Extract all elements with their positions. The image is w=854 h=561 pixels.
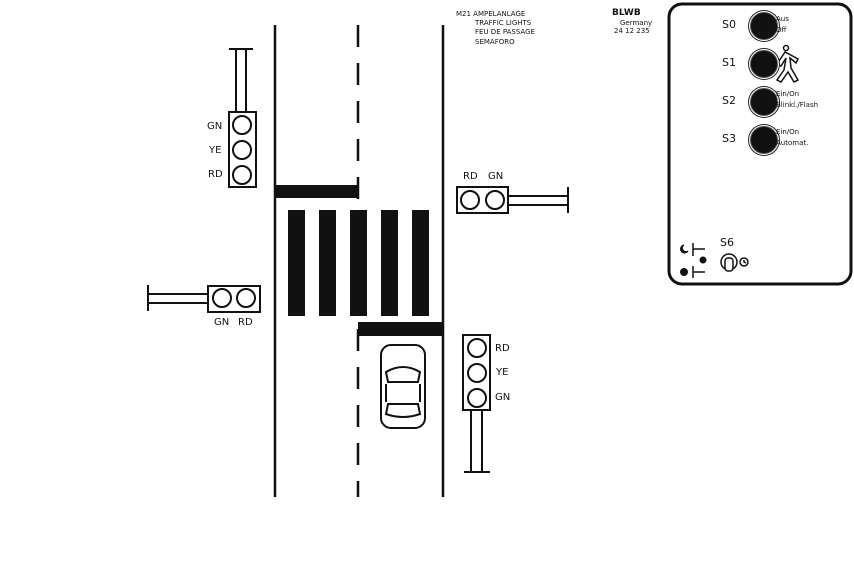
s6-label: S6 — [720, 236, 734, 249]
label-gn: GN — [488, 171, 504, 182]
s6-toggle-switch — [720, 253, 749, 272]
label-rd: RD — [208, 169, 223, 180]
car-icon — [380, 344, 426, 429]
s0-off-button[interactable] — [750, 12, 778, 40]
label-rd: RD — [495, 343, 510, 354]
signal-bottom-right — [462, 334, 491, 473]
s2-text-1: Ein/On — [776, 90, 800, 98]
s3-automatic-button[interactable] — [750, 126, 778, 154]
signal-left — [147, 285, 261, 313]
s1-pedestrian-button[interactable] — [750, 50, 778, 78]
stop-line-top — [275, 185, 359, 198]
label-rd: RD — [238, 317, 253, 328]
s3-text-2: Automat. — [776, 139, 809, 147]
title-line-4: SEMAFORO — [475, 38, 515, 46]
day-night-icon — [680, 243, 707, 278]
label-ye: YE — [496, 367, 509, 378]
label-gn: GN — [214, 317, 230, 328]
s2-label: S2 — [722, 94, 736, 107]
label-ye: YE — [209, 145, 222, 156]
title-line-3: FEU DE PASSAGE — [475, 28, 535, 36]
stop-line-bottom — [358, 322, 442, 336]
s2-text-2: Blinkl./Flash — [776, 101, 819, 109]
s1-label: S1 — [722, 56, 736, 69]
s0-label: S0 — [722, 18, 736, 31]
signal-top-left — [228, 48, 257, 188]
s2-flash-button[interactable] — [750, 88, 778, 116]
brand-country: Germany — [620, 19, 653, 27]
s0-text-2: Off — [776, 26, 787, 34]
signal-right — [456, 186, 569, 214]
label-rd: RD — [463, 171, 478, 182]
title-line-1: M21 AMPELANLAGE — [456, 10, 526, 18]
label-gn: GN — [207, 121, 223, 132]
pedestrian-icon — [775, 44, 800, 83]
brand-code: 24 12 235 — [614, 27, 650, 35]
crosswalk — [288, 210, 429, 316]
brand-logo: BLWB — [612, 8, 641, 18]
label-gn: GN — [495, 392, 511, 403]
s3-label: S3 — [722, 132, 736, 145]
title-line-2: TRAFFIC LIGHTS — [475, 19, 532, 27]
s0-text-1: Aus — [776, 15, 789, 23]
s3-text-1: Ein/On — [776, 128, 800, 136]
